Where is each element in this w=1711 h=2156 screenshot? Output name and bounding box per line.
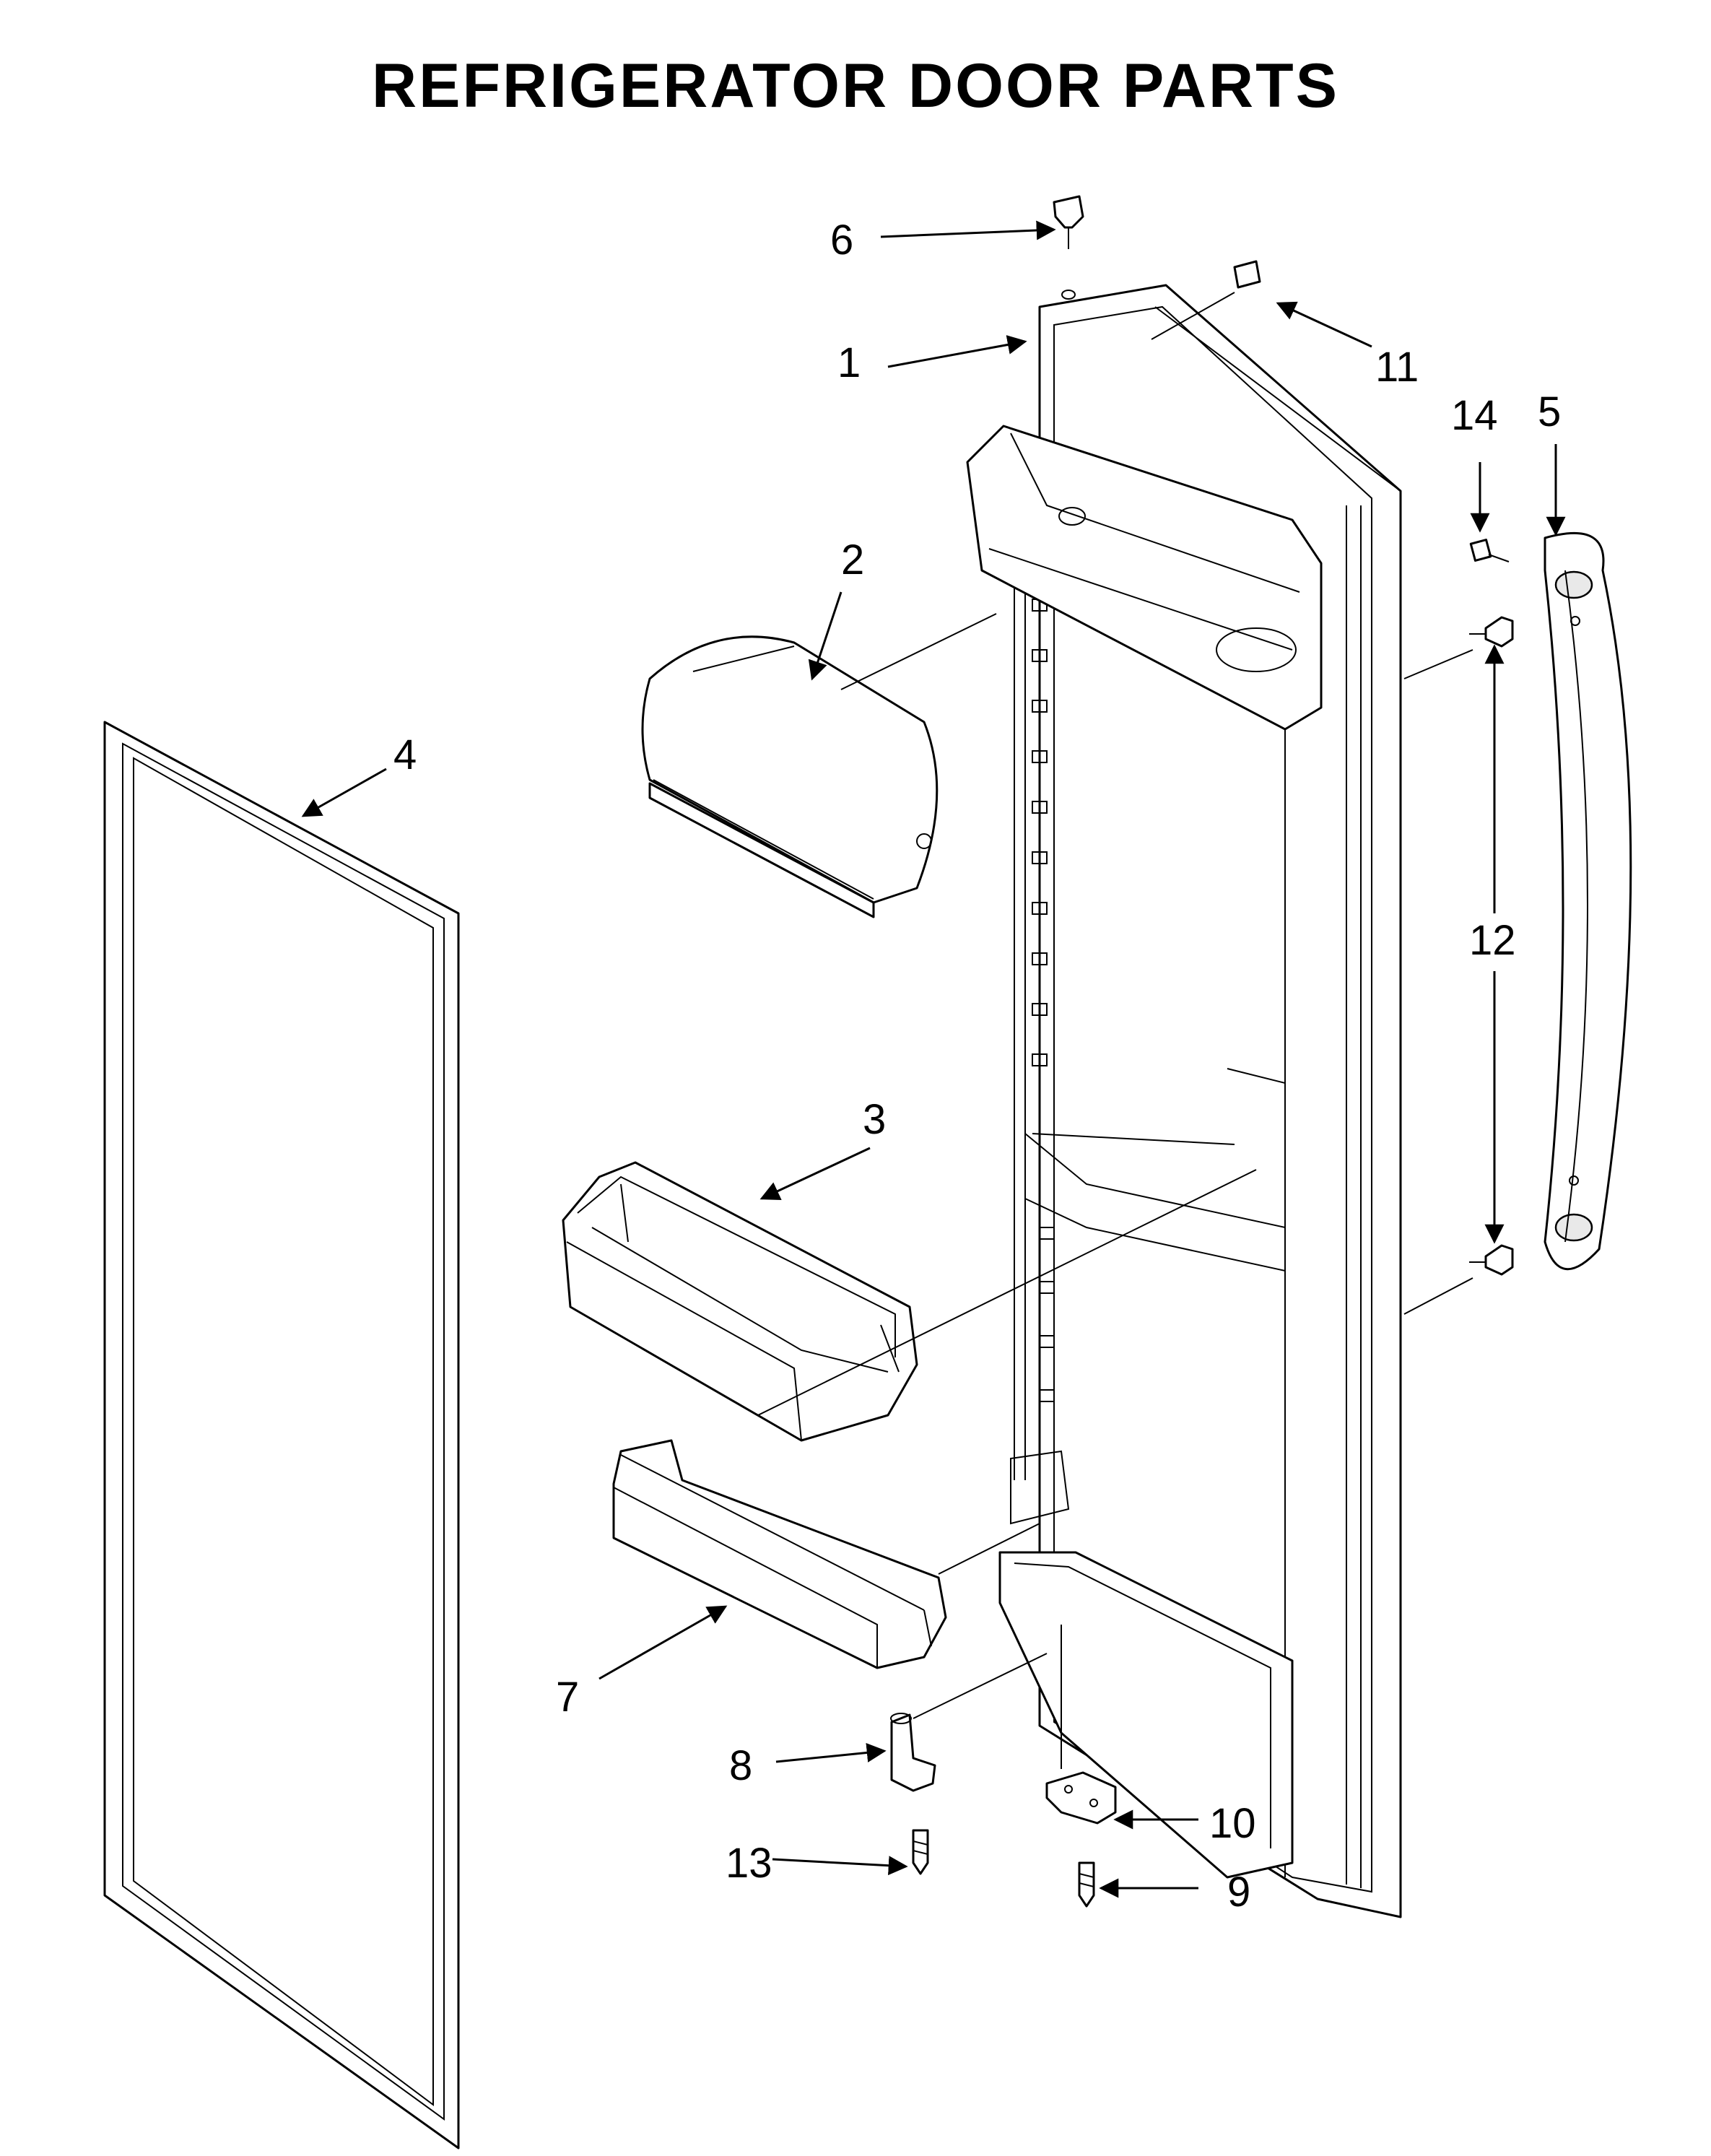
page-title: REFRIGERATOR DOOR PARTS [372,51,1339,121]
callout-11: 11 [1375,344,1419,391]
hinge-screw-part[interactable] [1078,1861,1095,1908]
hinge-pin-part[interactable] [890,1713,936,1792]
bin-retainer-part[interactable] [612,1439,947,1669]
door-handle-part[interactable] [1544,531,1632,1270]
dairy-door-part[interactable] [641,635,939,918]
door-label-part[interactable] [1233,260,1261,289]
hinge-bracket-part[interactable] [1045,1771,1117,1825]
callout-13: 13 [726,1840,772,1887]
hinge-pin-screw-part[interactable] [912,1829,929,1875]
handle-setscrew-part[interactable] [1469,539,1510,562]
callout-9: 9 [1227,1869,1250,1916]
door-liner-part[interactable] [966,284,1402,1918]
handle-mounting-stud-lower[interactable] [1469,1244,1514,1276]
callout-1: 1 [837,339,861,386]
callout-10: 10 [1209,1800,1256,1847]
callout-6: 6 [830,217,853,264]
leader-arrows [301,220,1566,1898]
callout-labels: 6 1 11 2 4 3 14 5 12 7 8 10 13 9 [393,217,1561,1916]
callout-14: 14 [1451,392,1498,439]
callout-7: 7 [556,1674,579,1721]
callout-12: 12 [1469,917,1516,964]
door-gasket-part[interactable] [103,721,460,2150]
handle-mounting-stud-upper[interactable] [1469,616,1514,648]
door-bin-part[interactable] [562,1161,918,1442]
door-liner-bumps [1032,599,1055,1402]
callout-3: 3 [863,1096,886,1143]
callout-5: 5 [1538,388,1561,435]
callout-4: 4 [393,731,417,778]
projection-lines [757,292,1473,1769]
door-plug-part[interactable] [1053,195,1084,300]
callout-8: 8 [729,1742,752,1789]
callout-2: 2 [841,536,864,583]
